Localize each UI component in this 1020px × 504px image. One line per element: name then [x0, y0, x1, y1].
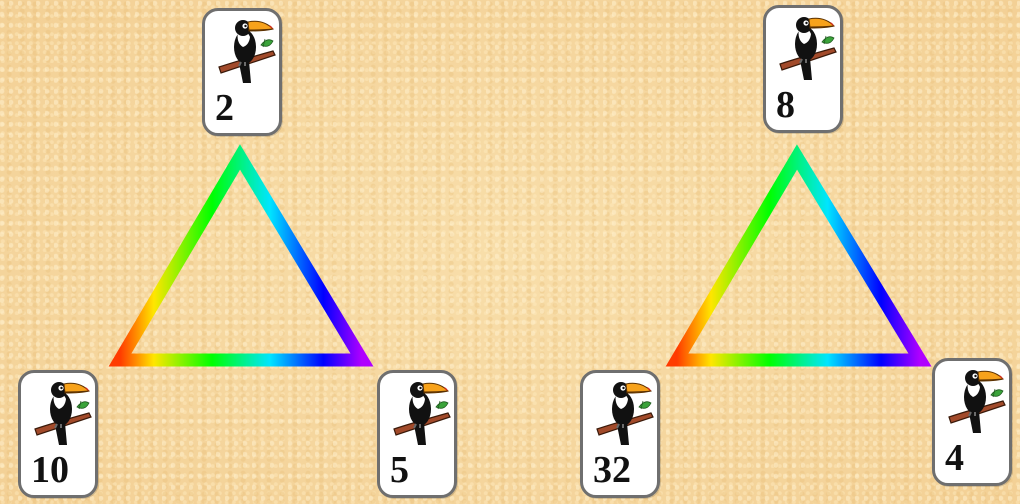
card-number: 8: [776, 86, 795, 124]
card-number: 5: [390, 451, 409, 489]
card-number: 10: [31, 451, 69, 489]
triangle-1: [110, 148, 375, 378]
card-number: 4: [945, 439, 964, 477]
card-number: 2: [215, 89, 234, 127]
toucan-icon: [947, 367, 1007, 433]
toucan-icon: [217, 17, 277, 83]
card-right-1[interactable]: 5: [377, 370, 457, 498]
card-left-2[interactable]: 32: [580, 370, 660, 498]
toucan-icon: [392, 379, 452, 445]
card-top-1[interactable]: 2: [202, 8, 282, 136]
card-right-2[interactable]: 4: [932, 358, 1012, 486]
card-left-1[interactable]: 10: [18, 370, 98, 498]
triangle-2: [665, 148, 930, 378]
card-number: 32: [593, 451, 631, 489]
card-top-2[interactable]: 8: [763, 5, 843, 133]
toucan-icon: [595, 379, 655, 445]
toucan-icon: [778, 14, 838, 80]
toucan-icon: [33, 379, 93, 445]
